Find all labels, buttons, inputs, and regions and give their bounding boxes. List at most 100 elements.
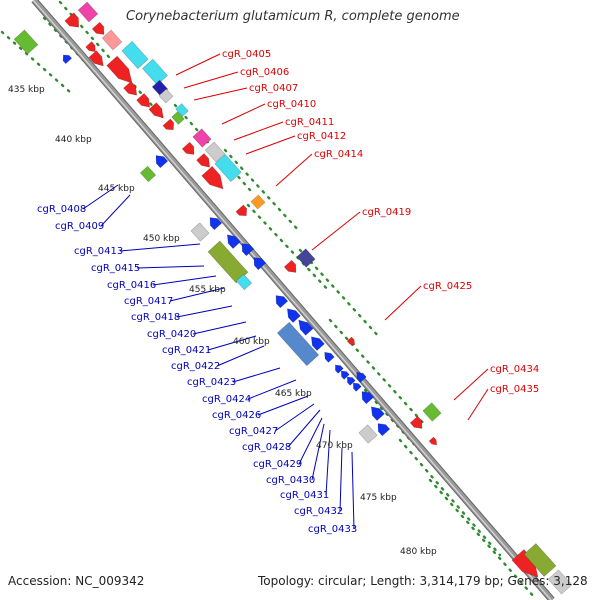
gene-label-cgR_0434: cgR_0434: [490, 364, 539, 375]
feature-blue-18-shape: [370, 406, 385, 421]
leader-cgR_0422: [216, 345, 265, 367]
feature-red-1-shape: [64, 12, 79, 28]
feature-blue-11-shape: [324, 351, 335, 363]
feature-blue-7: [275, 295, 289, 309]
gene-label-cgR_0424: cgR_0424: [202, 394, 251, 405]
feature-green-3: [139, 165, 157, 183]
gene-label-cgR_0410: cgR_0410: [267, 99, 316, 110]
feature-blue-10: [310, 336, 325, 351]
feature-olive-1: [207, 240, 249, 284]
feature-gray-5-shape: [547, 569, 573, 595]
feature-navy-2: [296, 248, 316, 268]
kbp-tick-label: 465 kbp: [275, 389, 312, 399]
feature-cyan-2-shape: [142, 58, 168, 86]
leader-cgR_0431: [325, 429, 331, 496]
feature-orange-1-shape: [250, 194, 266, 210]
feature-pink-2: [101, 29, 123, 51]
leader-cgR_0420: [192, 321, 247, 335]
feature-red-14: [283, 259, 297, 273]
feature-blue-9-shape: [298, 319, 314, 336]
feature-red-11-shape: [196, 153, 211, 168]
feature-blue-13-shape: [341, 370, 350, 380]
feature-red-2: [91, 21, 105, 35]
leader-cgR_0434: [453, 368, 489, 401]
feature-pink-3-shape: [192, 128, 212, 148]
feature-blue-13: [341, 370, 350, 380]
gene-label-cgR_0415: cgR_0415: [91, 263, 140, 274]
feature-olive-1-shape: [207, 240, 249, 284]
leader-cgR_0427: [274, 403, 315, 432]
feature-red-3: [85, 41, 96, 53]
feature-red-15-shape: [346, 336, 356, 346]
feature-olive-3-shape: [523, 543, 557, 577]
gene-label-cgR_0429: cgR_0429: [253, 459, 302, 470]
feature-red-13: [235, 204, 248, 217]
feature-red-6: [123, 81, 138, 96]
feature-red-14-shape: [283, 259, 297, 273]
feature-cyan-1: [121, 40, 149, 70]
gene-label-cgR_0435: cgR_0435: [490, 384, 539, 395]
feature-olive-2: [422, 402, 442, 422]
gene-label-cgR_0433: cgR_0433: [308, 524, 357, 535]
feature-green-3-shape: [139, 165, 157, 183]
gene-label-cgR_0428: cgR_0428: [242, 442, 291, 453]
gene-label-cgR_0407: cgR_0407: [249, 83, 298, 94]
feature-gray-1: [158, 88, 174, 104]
feature-blue-5: [241, 243, 255, 257]
feature-gray-5: [547, 569, 573, 595]
gene-label-cgR_0408: cgR_0408: [37, 204, 86, 215]
feature-gray-2-shape: [204, 141, 226, 163]
feature-gray-2: [204, 141, 226, 163]
gene-label-cgR_0425: cgR_0425: [423, 281, 472, 292]
feature-navy-2-shape: [296, 248, 316, 268]
feature-blue-2-shape: [155, 155, 169, 169]
tick-guide-8: [363, 388, 462, 497]
leader-cgR_0408: [82, 184, 119, 210]
tick-guide-7: [328, 318, 427, 427]
gene-label-cgR_0426: cgR_0426: [212, 410, 261, 421]
feature-gray-3: [190, 222, 210, 242]
kbp-tick-label: 450 kbp: [143, 234, 180, 244]
feature-red-13-shape: [235, 204, 248, 217]
feature-red-11: [196, 153, 211, 168]
leader-cgR_0416: [152, 275, 217, 286]
feature-red-17: [428, 436, 438, 446]
feature-gray-3-shape: [190, 222, 210, 242]
leader-cgR_0429: [298, 417, 323, 465]
gene-label-cgR_0432: cgR_0432: [294, 506, 343, 517]
feature-pink-2-shape: [101, 29, 123, 51]
feature-blue-6-shape: [253, 257, 267, 271]
feature-red-10-shape: [181, 141, 195, 155]
kbp-tick-label: 480 kbp: [400, 547, 437, 557]
gene-label-cgR_0417: cgR_0417: [124, 296, 173, 307]
kbp-tick-label: 435 kbp: [8, 85, 45, 95]
feature-cyan-1-shape: [121, 40, 149, 70]
feature-blue-14: [347, 376, 356, 386]
feature-gray-4: [358, 424, 378, 444]
feature-red-10: [181, 141, 195, 155]
leader-cgR_0430: [311, 423, 325, 481]
leader-cgR_0405: [175, 53, 221, 76]
feature-red-5-shape: [106, 55, 133, 84]
leader-cgR_0411: [233, 121, 284, 141]
feature-blue-9: [298, 319, 314, 336]
feature-blue-11: [324, 351, 335, 363]
leader-cgR_0407: [193, 87, 248, 101]
feature-blue-17: [361, 391, 375, 405]
feature-blue-6: [253, 257, 267, 271]
feature-red-12: [201, 165, 224, 190]
gene-label-cgR_0414: cgR_0414: [314, 149, 363, 160]
feature-steelblue-1: [276, 321, 320, 367]
gene-label-cgR_0419: cgR_0419: [362, 207, 411, 218]
leader-cgR_0415: [136, 265, 205, 269]
tick-guide-0: [0, 30, 72, 94]
gene-label-cgR_0412: cgR_0412: [297, 131, 346, 142]
gene-label-cgR_0421: cgR_0421: [162, 345, 211, 356]
leader-cgR_0419: [311, 211, 361, 251]
feature-cyan-2: [142, 58, 168, 86]
leader-cgR_0406: [183, 71, 239, 89]
feature-blue-12-shape: [335, 364, 344, 374]
feature-red-4: [88, 50, 104, 67]
